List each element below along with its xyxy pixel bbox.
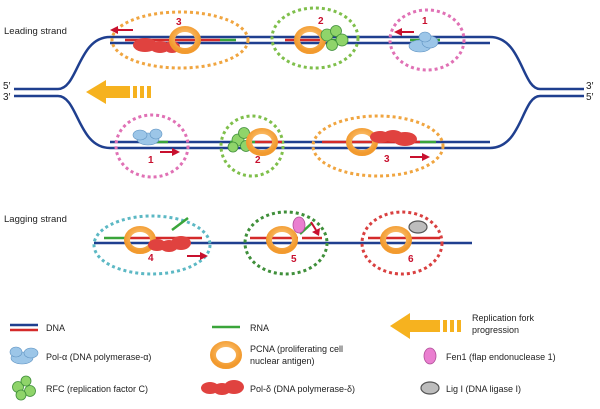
fen1-icon xyxy=(292,216,306,234)
legend-dna: DNA xyxy=(10,323,65,333)
step-number: 3 xyxy=(384,154,390,165)
step-number: 5 xyxy=(291,254,297,265)
legend-fen1: Fen1 (flap endonuclease 1) xyxy=(423,347,556,365)
rfc-icon xyxy=(12,375,36,401)
step-bottom-3: 3 xyxy=(311,114,445,178)
lig1-icon xyxy=(408,220,428,234)
pol-alpha-icon xyxy=(9,346,39,365)
legend-lig1-label: Lig I (DNA ligase I) xyxy=(446,384,521,394)
leading-strand-label: Leading strand xyxy=(4,26,67,37)
step-number: 2 xyxy=(318,16,324,27)
pcna-ring-icon xyxy=(266,226,298,254)
end-label-left-bottom: 3′ xyxy=(3,92,11,103)
step-top-1: 1 xyxy=(388,8,466,72)
end-label-right-top: 3′ xyxy=(586,81,594,92)
pcna-ring-icon xyxy=(210,341,242,369)
step-number: 6 xyxy=(408,254,414,265)
legend-fen1-label: Fen1 (flap endonuclease 1) xyxy=(446,352,556,362)
step-lagging-4: 4 xyxy=(92,214,212,276)
legend-fork: Replication fork progression xyxy=(390,313,535,339)
legend-pcna-label-1: PCNA (proliferating cell xyxy=(250,344,343,354)
legend-rfc-label: RFC (replication factor C) xyxy=(46,384,148,394)
legend-pcna-label-2: nuclear antigen) xyxy=(250,356,315,366)
rfc-icon xyxy=(320,25,349,51)
step-number: 1 xyxy=(422,16,428,27)
pol-alpha-icon xyxy=(408,31,439,53)
end-label-left-top: 5′ xyxy=(3,81,11,92)
pol-delta-icon xyxy=(370,130,417,146)
step-lagging-6: 6 xyxy=(360,210,444,276)
step-lagging-5: 5 xyxy=(243,210,329,276)
pcna-ring-icon xyxy=(169,26,201,54)
legend-pcna: PCNA (proliferating cell nuclear antigen… xyxy=(210,341,343,369)
legend-pol-delta-label: Pol-δ (DNA polymerase-δ) xyxy=(250,384,355,394)
legend-pol-alpha: Pol-α (DNA polymerase-α) xyxy=(9,346,151,365)
legend-pol-delta: Pol-δ (DNA polymerase-δ) xyxy=(201,380,355,395)
lig1-icon xyxy=(420,381,440,395)
lagging-strand-label: Lagging strand xyxy=(4,214,67,225)
pol-delta-icon xyxy=(201,380,244,395)
step-top-2: 2 xyxy=(270,6,360,70)
legend-rfc: RFC (replication factor C) xyxy=(12,375,148,401)
step-number: 4 xyxy=(148,253,154,264)
legend-lig1: Lig I (DNA ligase I) xyxy=(420,381,521,395)
fork-progression-arrow xyxy=(86,80,151,104)
rfc-icon xyxy=(227,127,252,153)
legend-rna-label: RNA xyxy=(250,323,269,333)
step-bottom-1: 1 xyxy=(114,113,190,179)
pcna-ring-icon xyxy=(246,128,278,156)
step-number: 1 xyxy=(148,155,154,166)
step-number: 2 xyxy=(255,155,261,166)
legend-dna-label: DNA xyxy=(46,323,65,333)
end-label-right-bottom: 5′ xyxy=(586,92,594,103)
legend: DNA RNA Replication fork progression Pol… xyxy=(9,313,556,401)
legend-fork-label-1: Replication fork xyxy=(472,313,535,323)
pcna-ring-icon xyxy=(294,26,326,54)
pol-delta-icon xyxy=(148,236,191,252)
step-number: 3 xyxy=(176,17,182,28)
fen1-icon xyxy=(423,347,437,365)
step-top-3: 3 xyxy=(110,10,250,70)
fork-arrow-icon xyxy=(390,313,440,339)
pcna-ring-icon xyxy=(380,226,412,254)
legend-fork-label-2: progression xyxy=(472,325,519,335)
legend-pol-alpha-label: Pol-α (DNA polymerase-α) xyxy=(46,352,151,362)
step-bottom-2: 2 xyxy=(219,114,285,178)
pol-alpha-icon xyxy=(132,128,163,146)
legend-rna: RNA xyxy=(212,323,269,333)
